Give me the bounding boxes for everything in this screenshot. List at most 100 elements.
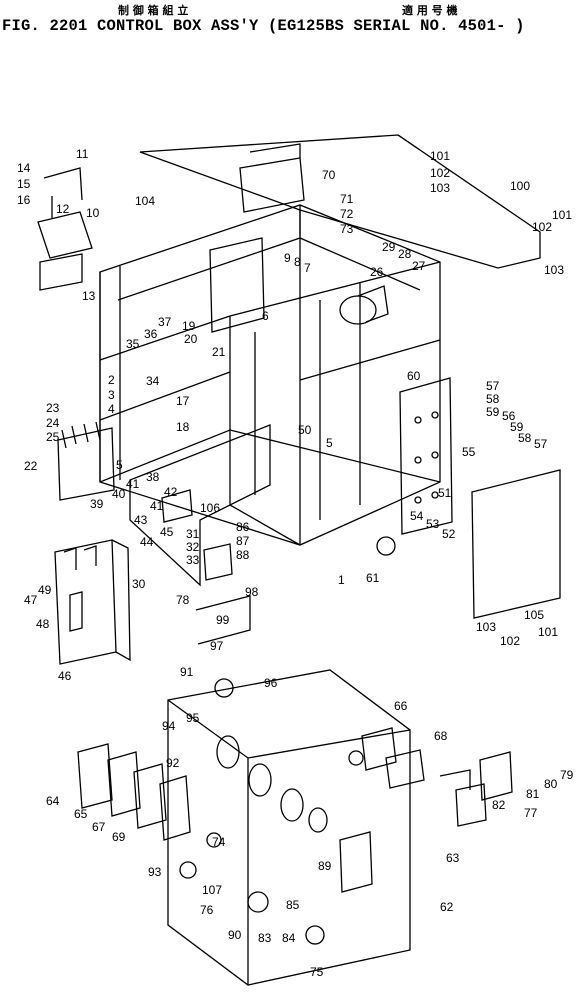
callout: 23 (46, 401, 60, 415)
callout: 7 (304, 261, 311, 275)
callout: 103 (430, 181, 450, 195)
callout: 72 (340, 207, 354, 221)
callout: 107 (202, 883, 222, 897)
callout: 101 (552, 208, 572, 222)
callout: 31 (186, 527, 200, 541)
callout: 69 (112, 830, 126, 844)
callout: 41 (150, 499, 164, 513)
callout: 92 (166, 756, 180, 770)
callout: 59 (486, 405, 500, 419)
callout: 103 (544, 263, 564, 277)
callout: 84 (282, 931, 296, 945)
callout: 58 (486, 392, 500, 406)
callout: 53 (426, 517, 440, 531)
callout: 63 (446, 851, 460, 865)
callout: 27 (412, 259, 426, 273)
callout: 11 (76, 147, 89, 161)
callout: 8 (294, 255, 301, 269)
callout: 73 (340, 222, 354, 236)
callout: 9 (284, 251, 291, 265)
callout: 64 (46, 794, 60, 808)
figure-header: 制 御 箱 組 立 適 用 号 機 FIG. 2201 CONTROL BOX … (0, 0, 581, 40)
callout: 57 (486, 379, 500, 393)
callout: 59 (510, 420, 524, 434)
callout: 100 (510, 179, 530, 193)
callout: 45 (160, 525, 174, 539)
callout: 77 (524, 806, 538, 820)
callout: 34 (146, 374, 160, 388)
callout: 15 (17, 177, 31, 191)
callout: 44 (140, 535, 154, 549)
callout: 6 (262, 309, 269, 323)
callout: 26 (370, 265, 384, 279)
callout: 75 (310, 965, 324, 979)
callout: 104 (135, 194, 155, 208)
callout: 33 (186, 553, 200, 567)
japanese-title: 制 御 箱 組 立 (118, 4, 189, 17)
callout: 28 (398, 247, 412, 261)
callout: 83 (258, 931, 272, 945)
callout: 67 (92, 820, 106, 834)
callout: 14 (17, 161, 31, 175)
callout: 86 (236, 520, 250, 534)
callout: 57 (534, 437, 548, 451)
callout: 24 (46, 416, 60, 430)
callout: 97 (210, 639, 224, 653)
callout: 5 (116, 458, 123, 472)
callout: 2 (108, 373, 115, 387)
callout: 52 (442, 527, 456, 541)
callout: 43 (134, 513, 148, 527)
callout: 98 (245, 585, 259, 599)
callout: 101 (538, 625, 558, 639)
callout: 66 (394, 699, 408, 713)
callout: 102 (430, 166, 450, 180)
callout-labels: 11 14 15 16 12 10 13 104 70 71 72 73 101… (17, 147, 574, 979)
callout: 74 (212, 835, 226, 849)
callout: 76 (200, 903, 214, 917)
callout: 10 (86, 206, 100, 220)
callout: 47 (24, 593, 38, 607)
callout: 94 (162, 719, 176, 733)
callout: 95 (186, 711, 200, 725)
callout: 88 (236, 548, 250, 562)
callout: 56 (502, 409, 516, 423)
callout: 79 (560, 768, 574, 782)
callout: 1 (338, 573, 345, 587)
callout: 68 (434, 729, 448, 743)
callout: 96 (264, 676, 278, 690)
callout: 54 (410, 509, 424, 523)
japanese-serial-label: 適 用 号 機 (402, 4, 458, 17)
callout: 37 (158, 315, 172, 329)
callout: 87 (236, 534, 250, 548)
diagram-linework (37, 134, 561, 986)
callout: 80 (544, 777, 558, 791)
figure-title: FIG. 2201 CONTROL BOX ASS'Y (EG125BS SER… (2, 17, 525, 35)
callout: 49 (38, 583, 52, 597)
callout: 38 (146, 470, 160, 484)
callout: 48 (36, 617, 50, 631)
callout: 65 (74, 807, 88, 821)
callout: 71 (340, 192, 354, 206)
callout: 89 (318, 859, 332, 873)
callout: 19 (182, 319, 196, 333)
callout: 39 (90, 497, 104, 511)
callout: 70 (322, 168, 336, 182)
callout: 102 (532, 220, 552, 234)
callout: 50 (298, 423, 312, 437)
callout: 78 (176, 593, 190, 607)
callout: 103 (476, 620, 496, 634)
callout: 105 (524, 608, 544, 622)
callout: 51 (438, 486, 452, 500)
callout: 101 (430, 149, 450, 163)
callout: 4 (108, 402, 115, 416)
callout: 12 (56, 202, 70, 216)
callout: 81 (526, 787, 540, 801)
callout: 17 (176, 394, 190, 408)
callout: 61 (366, 571, 380, 585)
callout: 5 (326, 436, 333, 450)
callout: 91 (180, 665, 194, 679)
callout: 20 (184, 332, 198, 346)
callout: 106 (200, 501, 220, 515)
callout: 25 (46, 430, 60, 444)
callout: 60 (407, 369, 421, 383)
